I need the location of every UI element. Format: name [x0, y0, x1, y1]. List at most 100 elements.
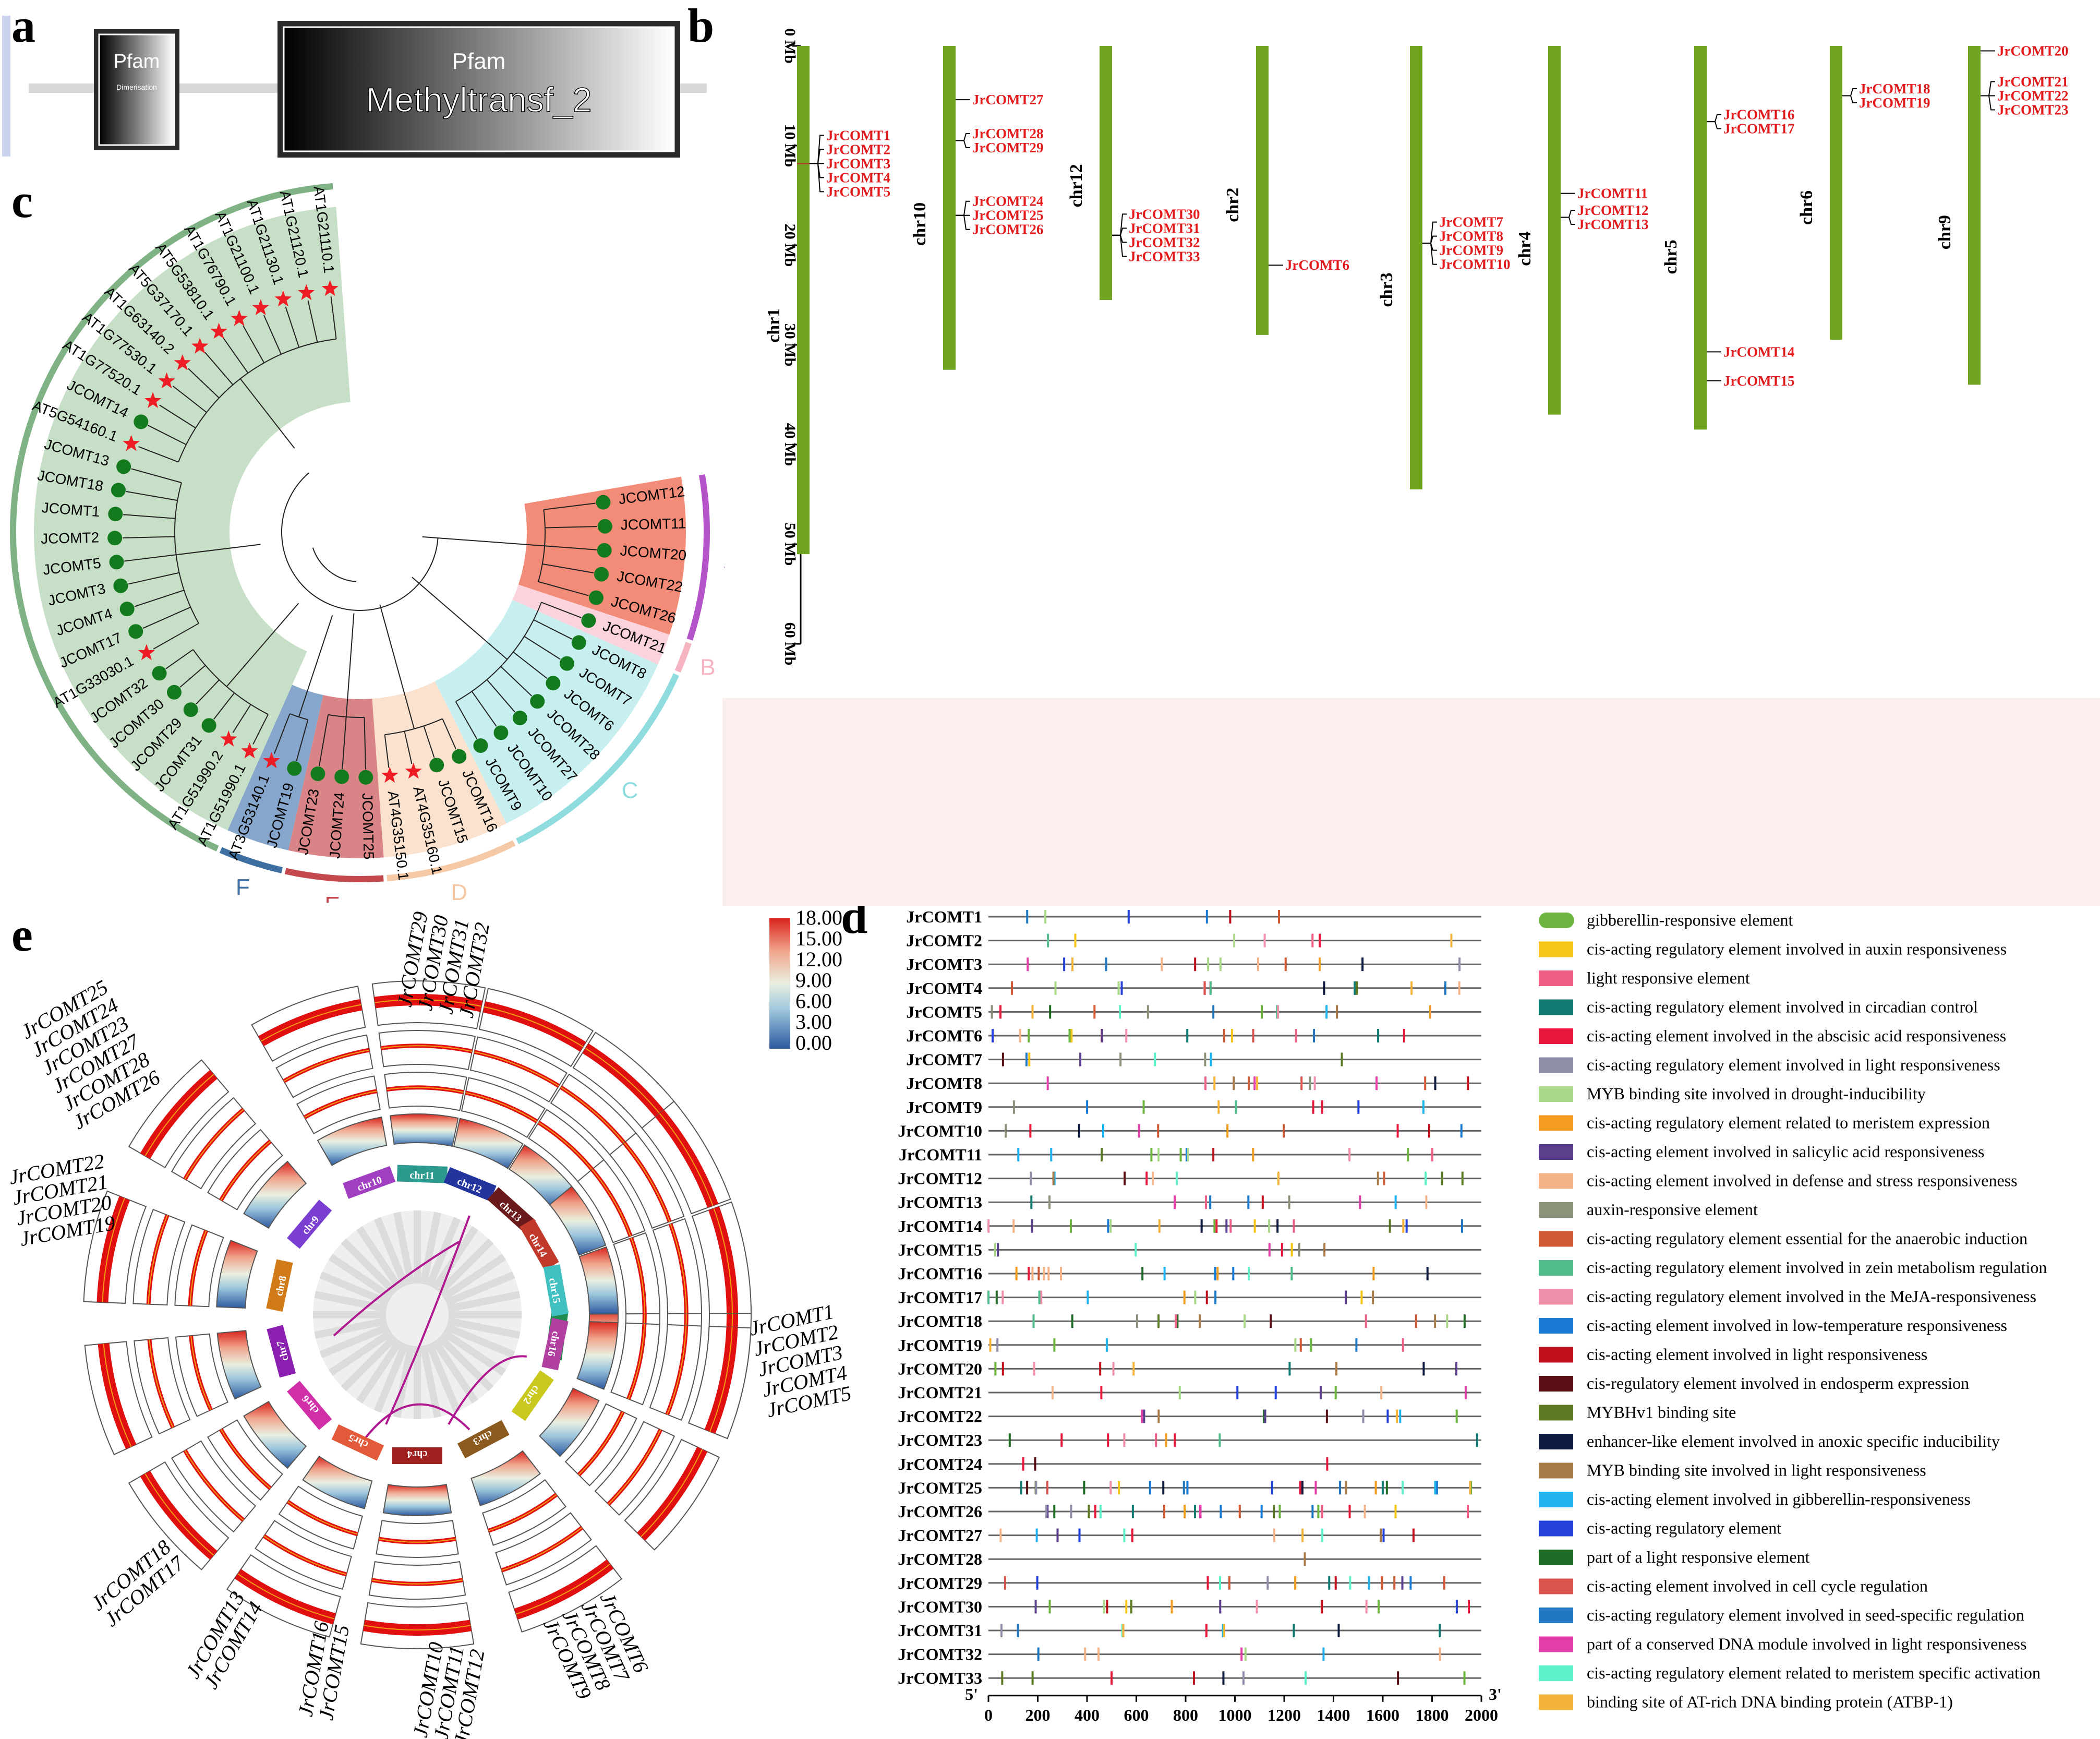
cis-element-mark	[1194, 957, 1197, 972]
jr-leaf-dot	[588, 590, 604, 605]
gene-connector	[1981, 81, 1995, 97]
center-spoke	[431, 1338, 478, 1404]
cis-element-mark	[1393, 1576, 1396, 1590]
cis-element-mark	[1184, 1505, 1186, 1518]
tree-branch	[455, 701, 477, 739]
tree-branch	[471, 691, 497, 727]
cis-element-mark	[1131, 1528, 1133, 1542]
cis-element-mark	[1319, 1386, 1322, 1399]
cis-element-mark	[1170, 1600, 1173, 1614]
chromosome-block: chr14	[519, 1218, 559, 1270]
cis-element-mark	[1294, 1338, 1297, 1352]
chromosome-box	[331, 1424, 384, 1461]
cis-element-mark	[1027, 957, 1029, 972]
gene-row-label: JrCOMT1	[906, 907, 982, 926]
clade-arc	[674, 642, 692, 673]
cis-element-mark	[1079, 1052, 1082, 1066]
cis-element-mark	[1094, 1505, 1096, 1518]
cis-element-mark	[1038, 1290, 1041, 1304]
cis-element-mark	[1278, 910, 1281, 924]
cis-element-mark	[1124, 1171, 1126, 1185]
cis-element-mark	[1222, 1671, 1225, 1685]
cis-element-mark	[1060, 1267, 1063, 1280]
x-axis-tick-label: 200	[1025, 1706, 1051, 1724]
cis-element-mark	[1210, 1052, 1212, 1066]
at-leaf-star	[138, 644, 155, 661]
density-track	[495, 1512, 592, 1586]
gene-row-label: JrCOMT15	[898, 1240, 982, 1259]
legend-label: cis-acting element involved in the absci…	[1587, 1026, 2006, 1045]
tree-branch	[142, 606, 191, 629]
gene-row-label: JrCOMT16	[898, 1264, 982, 1283]
cis-element-mark	[1040, 1290, 1043, 1304]
mb-axis-label: 10 Mb	[781, 124, 799, 167]
density-track	[613, 1232, 661, 1315]
gene-connector	[956, 214, 970, 230]
tree-branch	[131, 468, 182, 484]
cis-element-mark	[1225, 1219, 1228, 1233]
clade-shading	[227, 685, 323, 850]
cis-element-mark	[1031, 1267, 1034, 1280]
cis-element-mark	[1083, 1481, 1085, 1495]
jr-leaf-dot	[287, 761, 302, 776]
tree-branch	[384, 734, 390, 768]
synteny-link	[359, 1403, 470, 1446]
legend-label: MYB binding site involved in light respo…	[1587, 1461, 1926, 1480]
cis-element-mark	[1314, 1481, 1317, 1495]
cis-element-mark	[1109, 1481, 1112, 1495]
cis-element-mark	[1444, 981, 1446, 995]
cis-element-mark	[1397, 1671, 1399, 1685]
cis-element-mark	[1047, 1267, 1050, 1280]
tree-branch	[423, 726, 435, 758]
gene-label: JrCOMT27	[972, 92, 1043, 107]
tree-branch	[123, 536, 175, 538]
cis-element-mark	[1380, 1528, 1382, 1542]
density-track	[610, 1322, 660, 1406]
x-axis-tick-label: 2000	[1465, 1706, 1498, 1724]
cis-element-mark	[1031, 1219, 1033, 1233]
cis-element-mark	[1220, 1505, 1222, 1518]
cis-element-mark	[1284, 957, 1287, 972]
cis-element-mark	[1253, 1219, 1256, 1233]
chromosome-bar	[1694, 46, 1707, 430]
chromosome-name: chr1	[764, 308, 783, 343]
cis-element-mark	[1365, 1314, 1367, 1328]
cis-element-mark	[1101, 1029, 1103, 1042]
tree-branch	[486, 679, 515, 713]
density-track	[549, 1185, 607, 1256]
legend-swatch	[1539, 1318, 1573, 1334]
at-leaf-star	[298, 284, 315, 301]
legend-swatch	[1539, 1578, 1573, 1594]
gene-connector	[1112, 213, 1127, 236]
pfam-small-label: Pfam	[114, 51, 160, 73]
cis-element-mark	[1455, 1362, 1458, 1376]
cis-element-mark	[1122, 1624, 1125, 1637]
cis-element-mark	[1222, 1624, 1224, 1637]
cis-element-mark	[1215, 1219, 1218, 1233]
density-mean	[488, 1494, 557, 1531]
cis-element-mark	[1152, 1171, 1154, 1185]
clade-label: G	[0, 456, 2, 482]
density-mean	[144, 1473, 214, 1556]
at-leaf-star	[381, 766, 399, 783]
chromosome-name: chr4	[1515, 232, 1535, 266]
cis-element-mark	[1099, 1505, 1102, 1518]
chromosome-box	[487, 1187, 536, 1233]
legend-label: cis-acting element involved in gibberell…	[1587, 1490, 1971, 1508]
cis-element-mark	[1372, 1267, 1375, 1280]
cis-element-mark	[1053, 1505, 1056, 1518]
gene-connector	[810, 163, 824, 178]
gene-connector	[810, 163, 824, 193]
cis-element-mark	[1374, 1481, 1377, 1495]
tree-branch	[422, 536, 545, 547]
cis-element-mark	[1157, 1409, 1160, 1423]
cis-element-mark	[1321, 1100, 1323, 1114]
density-track	[216, 1240, 258, 1309]
density-mean	[484, 1006, 584, 1048]
density-track	[175, 1333, 229, 1417]
chromosome-name: chr11	[409, 1169, 435, 1182]
cis-element-mark	[1163, 1267, 1166, 1280]
five-prime-label: 5'	[965, 1685, 978, 1704]
gene-connector	[1842, 88, 1857, 97]
cis-element-mark	[1434, 1481, 1437, 1495]
